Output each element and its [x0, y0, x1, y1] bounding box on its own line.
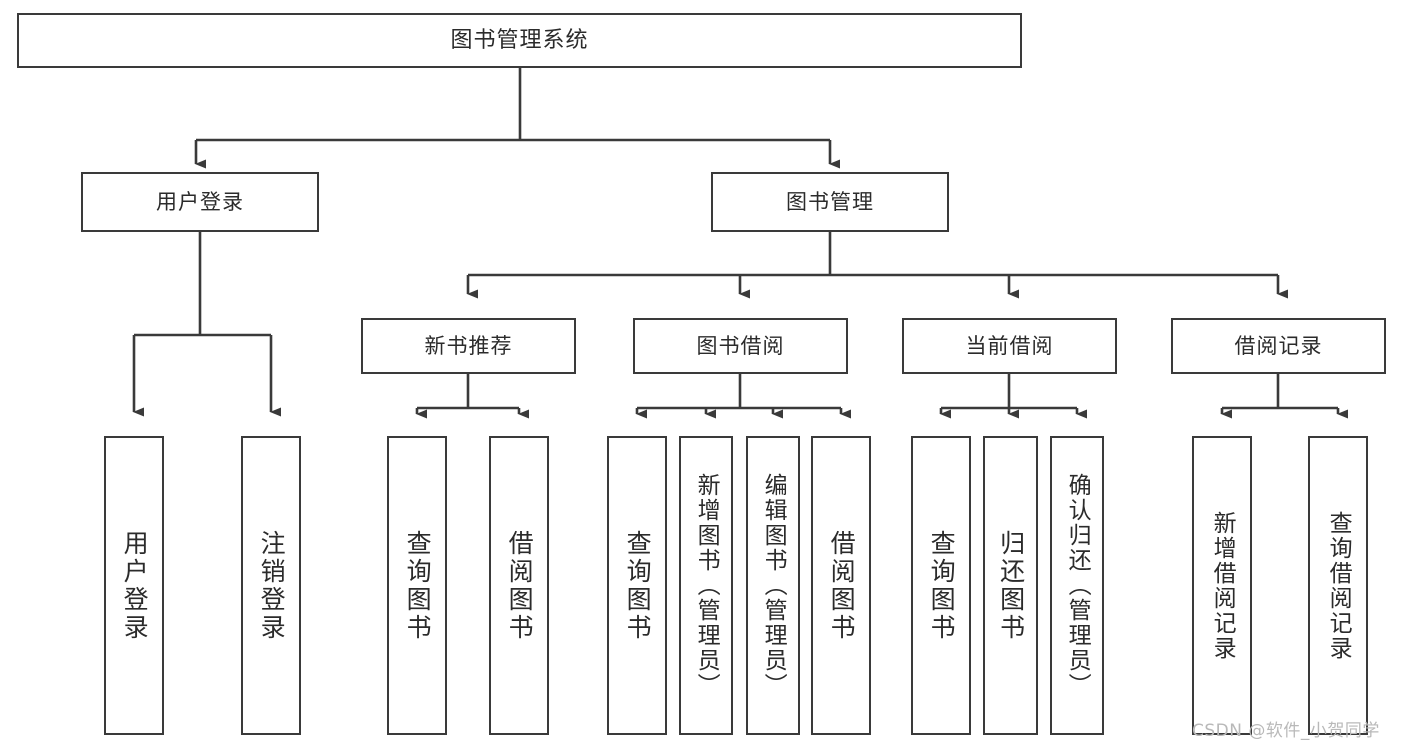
node-book-manage-label: 图书管理: [786, 189, 874, 214]
node-leaf-user-logout-label: 注销登录: [257, 529, 287, 642]
node-leaf-query-book-2[interactable]: 查询图书: [607, 436, 667, 735]
node-leaf-add-record[interactable]: 新增借阅记录: [1192, 436, 1252, 735]
node-leaf-borrow-book-1[interactable]: 借阅图书: [489, 436, 549, 735]
node-user-login[interactable]: 用户登录: [81, 172, 319, 232]
node-leaf-add-record-label: 新增借阅记录: [1209, 510, 1236, 661]
node-leaf-return-book[interactable]: 归还图书: [983, 436, 1038, 735]
node-leaf-user-login[interactable]: 用户登录: [104, 436, 164, 735]
node-book-manage[interactable]: 图书管理: [711, 172, 949, 232]
node-new-book-recommend[interactable]: 新书推荐: [361, 318, 576, 374]
node-leaf-user-login-label: 用户登录: [120, 529, 150, 642]
node-book-borrow[interactable]: 图书借阅: [633, 318, 848, 374]
node-leaf-add-book[interactable]: 新增图书（管理员）: [679, 436, 733, 735]
node-leaf-confirm-return-label: 确认归还（管理员）: [1064, 473, 1091, 698]
node-leaf-user-logout[interactable]: 注销登录: [241, 436, 301, 735]
node-borrow-record[interactable]: 借阅记录: [1171, 318, 1386, 374]
node-root-label: 图书管理系统: [450, 27, 589, 53]
node-leaf-borrow-book-2-label: 借阅图书: [827, 529, 857, 642]
node-leaf-query-book-2-label: 查询图书: [623, 529, 653, 642]
node-book-borrow-label: 图书借阅: [696, 333, 785, 358]
node-borrow-record-label: 借阅记录: [1234, 333, 1323, 358]
node-root[interactable]: 图书管理系统: [17, 13, 1022, 68]
node-new-book-recommend-label: 新书推荐: [424, 333, 513, 358]
node-leaf-edit-book-label: 编辑图书（管理员）: [760, 473, 787, 698]
node-leaf-query-record-label: 查询借阅记录: [1325, 510, 1352, 661]
node-leaf-borrow-book-1-label: 借阅图书: [505, 529, 535, 642]
node-user-login-label: 用户登录: [156, 189, 244, 214]
node-leaf-query-book-3-label: 查询图书: [927, 529, 957, 642]
node-leaf-borrow-book-2[interactable]: 借阅图书: [811, 436, 871, 735]
node-leaf-confirm-return[interactable]: 确认归还（管理员）: [1050, 436, 1104, 735]
node-leaf-query-record[interactable]: 查询借阅记录: [1308, 436, 1368, 735]
node-leaf-query-book-1[interactable]: 查询图书: [387, 436, 447, 735]
node-leaf-add-book-label: 新增图书（管理员）: [693, 473, 720, 698]
node-leaf-query-book-1-label: 查询图书: [403, 529, 433, 642]
node-leaf-edit-book[interactable]: 编辑图书（管理员）: [746, 436, 800, 735]
node-leaf-return-book-label: 归还图书: [996, 529, 1026, 642]
node-current-borrow[interactable]: 当前借阅: [902, 318, 1117, 374]
node-leaf-query-book-3[interactable]: 查询图书: [911, 436, 971, 735]
node-current-borrow-label: 当前借阅: [965, 333, 1054, 358]
